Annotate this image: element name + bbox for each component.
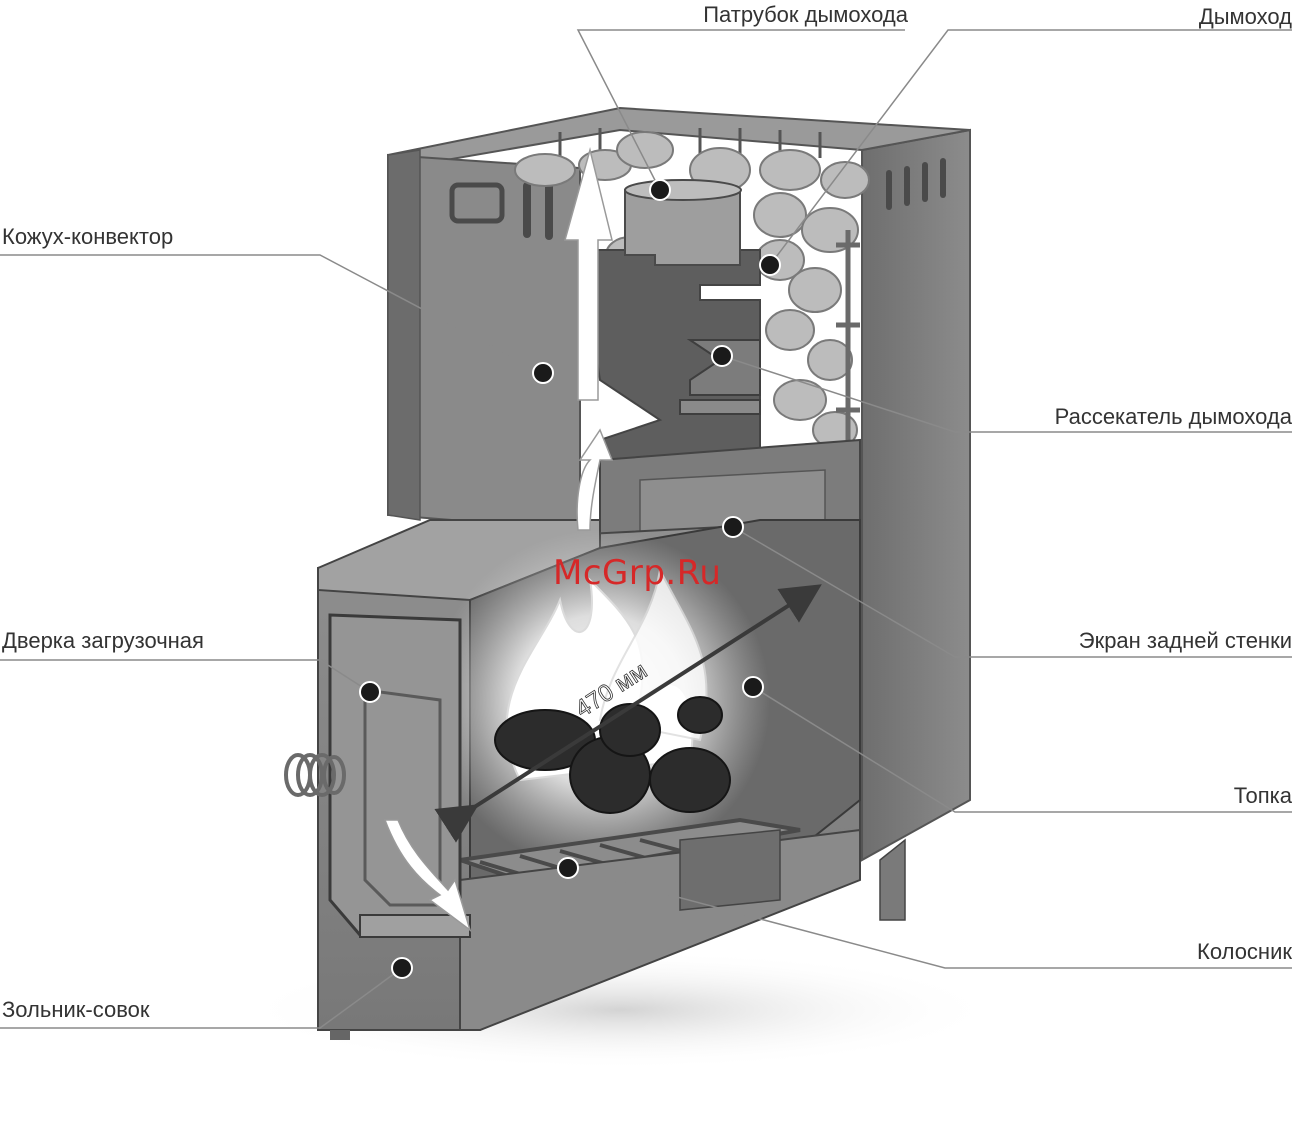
dot-convector-casing	[533, 363, 553, 383]
label-flue-divider: Рассекатель дымохода	[1055, 404, 1292, 430]
label-flue-pipe: Патрубок дымохода	[703, 2, 908, 28]
label-ash-pan: Зольник-совок	[2, 997, 150, 1023]
stove-leg-front	[330, 1030, 350, 1040]
flue-pipe	[625, 190, 740, 265]
dot-chimney	[760, 255, 780, 275]
stove-leg-right	[880, 840, 905, 920]
label-firebox: Топка	[1234, 783, 1292, 809]
dot-flue-divider	[712, 346, 732, 366]
label-grate: Колосник	[1197, 939, 1292, 965]
ash-pan-inner	[680, 830, 780, 910]
divider-shelf	[680, 400, 760, 414]
dot-ash-pan	[392, 958, 412, 978]
casing-right-panel	[862, 130, 970, 860]
dot-flue-pipe	[650, 180, 670, 200]
label-back-wall-screen: Экран задней стенки	[1079, 628, 1292, 654]
convector-casing-edge	[388, 150, 420, 520]
label-chimney: Дымоход	[1199, 4, 1292, 30]
dot-firebox	[743, 677, 763, 697]
dot-loading-door	[360, 682, 380, 702]
label-convector-casing: Кожух-конвектор	[2, 224, 173, 250]
dot-grate	[558, 858, 578, 878]
dot-back-wall-screen	[723, 517, 743, 537]
watermark: McGrp.Ru	[553, 553, 721, 593]
label-loading-door: Дверка загрузочная	[2, 628, 204, 654]
